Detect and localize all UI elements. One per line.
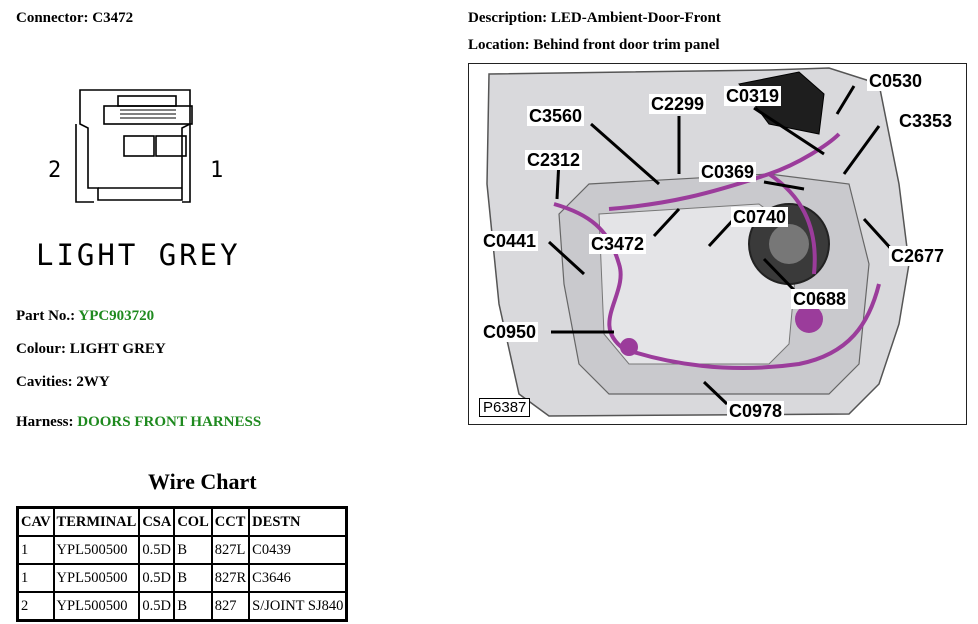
- col-header: CSA: [138, 506, 176, 537]
- callout-c0740: C0740: [731, 207, 789, 227]
- location-line: Location: Behind front door trim panel: [468, 37, 720, 53]
- cell-cav: 1: [16, 563, 55, 593]
- callout-c3472: C3472: [589, 234, 647, 254]
- figure-reference: P6387: [479, 398, 531, 417]
- table-row: 1 YPL500500 0.5D B 827R C3646: [16, 563, 348, 593]
- door-location-diagram: C0530 C0319 C2299 C3560 C3353 C2312 C036…: [468, 63, 967, 425]
- connector-face-drawing: [75, 89, 193, 203]
- connector-label: Connector: C3472: [16, 10, 134, 26]
- callout-c2677: C2677: [889, 246, 947, 266]
- callout-c0441: C0441: [481, 231, 539, 251]
- cell-destn: C0439: [248, 535, 348, 565]
- cell-terminal: YPL500500: [52, 591, 141, 622]
- pin-2-label: 2: [48, 158, 62, 183]
- part-number-label: Part No.:: [16, 308, 76, 324]
- cell-destn: C3646: [248, 563, 348, 593]
- callout-c2312: C2312: [525, 150, 583, 170]
- table-row: 2 YPL500500 0.5D B 827 S/JOINT SJ840: [16, 591, 348, 622]
- cell-col: B: [173, 535, 213, 565]
- harness-label: Harness:: [16, 414, 74, 430]
- col-header: CCT: [210, 506, 251, 537]
- callout-c2299: C2299: [649, 94, 707, 114]
- callout-c0950: C0950: [481, 322, 539, 342]
- cell-col: B: [173, 563, 213, 593]
- cell-csa: 0.5D: [138, 563, 176, 593]
- cell-cav: 1: [16, 535, 55, 565]
- callout-c0369: C0369: [699, 162, 757, 182]
- col-header: CAV: [16, 506, 55, 537]
- cell-cct: 827: [210, 591, 251, 622]
- cell-cct: 827L: [210, 535, 251, 565]
- harness-link[interactable]: DOORS FRONT HARNESS: [77, 414, 262, 430]
- cell-cav: 2: [16, 591, 55, 622]
- cell-csa: 0.5D: [138, 591, 176, 622]
- part-number-link[interactable]: YPC903720: [78, 308, 155, 324]
- wire-chart-table: CAV TERMINAL CSA COL CCT DESTN 1 YPL5005…: [16, 506, 349, 622]
- harness-line: Harness: DOORS FRONT HARNESS: [16, 414, 261, 431]
- cavities-line: Cavities: 2WY: [16, 374, 110, 390]
- part-number-line: Part No.: YPC903720: [16, 308, 154, 325]
- cell-csa: 0.5D: [138, 535, 176, 565]
- table-header-row: CAV TERMINAL CSA COL CCT DESTN: [16, 506, 348, 537]
- col-header: TERMINAL: [52, 506, 141, 537]
- callout-c0688: C0688: [791, 289, 849, 309]
- cell-cct: 827R: [210, 563, 251, 593]
- description-line: Description: LED-Ambient-Door-Front: [468, 10, 721, 26]
- cell-col: B: [173, 591, 213, 622]
- connector-colour-graphic: LIGHT GREY: [36, 238, 241, 272]
- callout-c0319: C0319: [724, 86, 782, 106]
- colour-line: Colour: LIGHT GREY: [16, 341, 166, 357]
- table-row: 1 YPL500500 0.5D B 827L C0439: [16, 535, 348, 565]
- callout-c0530: C0530: [867, 71, 925, 91]
- cell-terminal: YPL500500: [52, 563, 141, 593]
- pin-1-label: 1: [210, 158, 224, 183]
- col-header: DESTN: [248, 506, 348, 537]
- cell-terminal: YPL500500: [52, 535, 141, 565]
- col-header: COL: [173, 506, 213, 537]
- callout-c3353: C3353: [897, 111, 955, 131]
- callout-c3560: C3560: [527, 106, 585, 126]
- wire-chart-title: Wire Chart: [148, 469, 257, 494]
- callout-c0978: C0978: [727, 401, 785, 421]
- cell-destn: S/JOINT SJ840: [248, 591, 348, 622]
